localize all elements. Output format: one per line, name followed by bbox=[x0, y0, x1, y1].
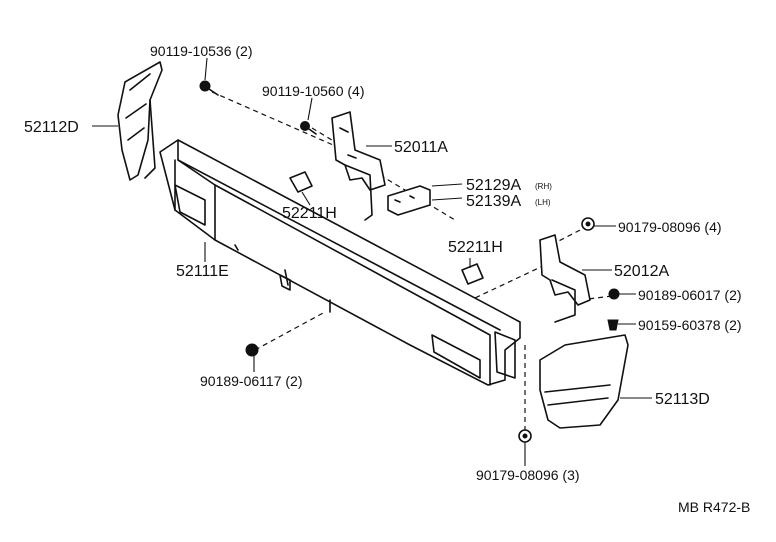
label-52211H-upper: 52211H bbox=[282, 205, 337, 222]
fastener-90159-60378 bbox=[607, 319, 619, 331]
part-52012A-bracket bbox=[539, 234, 591, 323]
label-90119-10536: 90119-10536 (2) bbox=[150, 43, 252, 59]
fastener-90189-06117 bbox=[245, 343, 259, 357]
drawing-code: MB R472-B bbox=[678, 499, 750, 515]
label-90189-06117: 90189-06117 (2) bbox=[200, 373, 302, 389]
label-52211H-lower: 52211H bbox=[448, 239, 503, 256]
part-52112D-extension bbox=[117, 61, 163, 181]
part-52011A-bracket bbox=[331, 111, 386, 221]
part-52211H-pad-lower bbox=[461, 263, 484, 285]
label-90179-08096-3: 90179-08096 (3) bbox=[476, 467, 580, 483]
label-52139A: 52139A bbox=[466, 193, 521, 210]
label-52129A: 52129A bbox=[466, 177, 521, 194]
label-52112D: 52112D bbox=[24, 119, 79, 136]
label-90159-60378: 90159-60378 (2) bbox=[638, 317, 742, 333]
label-90119-10560: 90119-10560 (4) bbox=[262, 83, 364, 99]
part-52129A-brace bbox=[387, 185, 431, 216]
fastener-90119-10536 bbox=[199, 80, 219, 96]
part-52113D-corner bbox=[539, 334, 629, 429]
label-52011A: 52011A bbox=[394, 139, 448, 156]
part-labels: 90119-10536 (2) 90119-10560 (4) 52112D 5… bbox=[24, 43, 750, 515]
label-52111E: 52111E bbox=[176, 263, 229, 280]
label-52012A: 52012A bbox=[614, 263, 669, 280]
fastener-90119-10560 bbox=[300, 121, 317, 135]
label-90189-06017: 90189-06017 (2) bbox=[638, 287, 742, 303]
part-52111E-reinforcement bbox=[159, 139, 521, 386]
leader-lines bbox=[92, 57, 652, 466]
label-52113D: 52113D bbox=[655, 391, 710, 408]
fastener-90179-08096-lower bbox=[518, 429, 532, 443]
label-90179-08096-4: 90179-08096 (4) bbox=[618, 219, 722, 235]
label-52129A-side: (RH) bbox=[535, 182, 552, 191]
fastener-90189-06017 bbox=[608, 288, 620, 300]
fastener-90179-08096-upper bbox=[581, 217, 595, 231]
part-52211H-pad-upper bbox=[289, 171, 313, 193]
label-52139A-side: (LH) bbox=[535, 198, 551, 207]
